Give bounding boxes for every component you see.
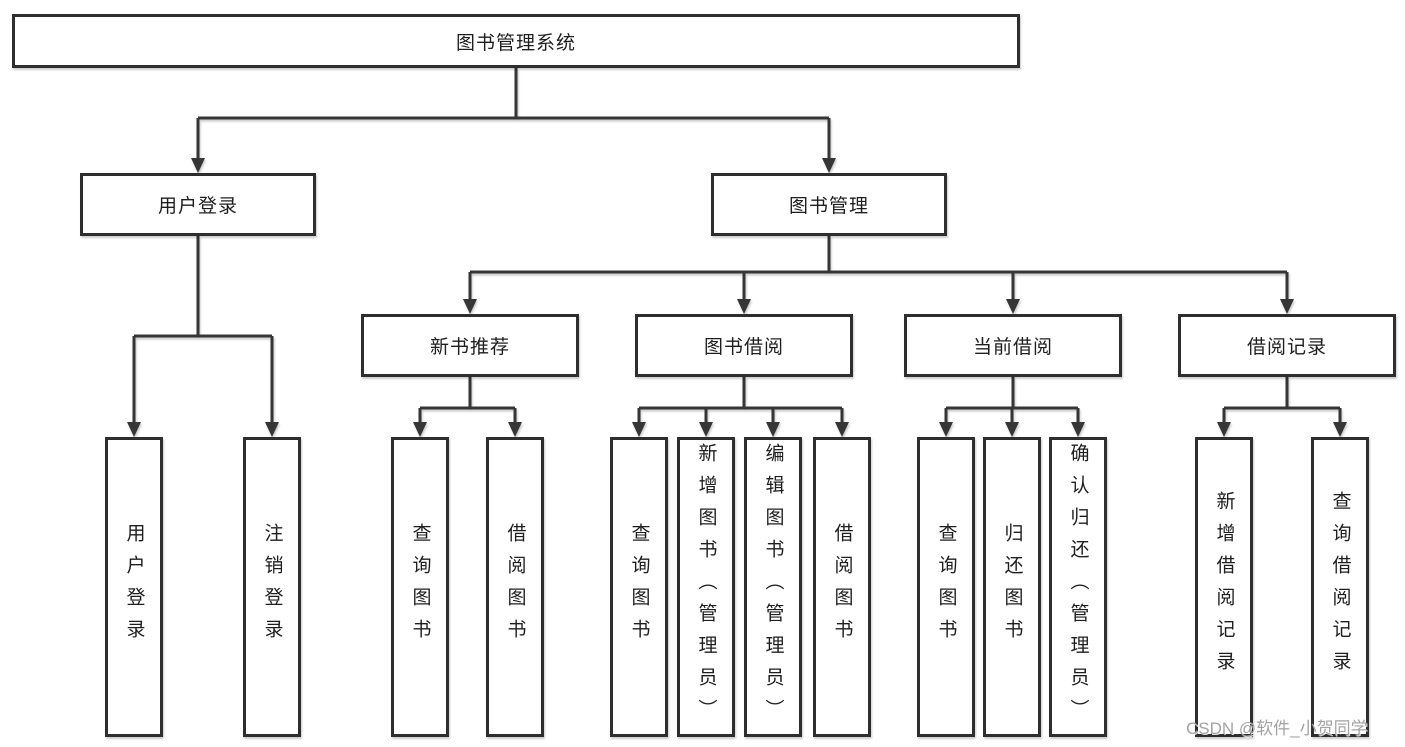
leaf-label: 归还图书 <box>1001 523 1023 651</box>
node-root-library-system: 图书管理系统 <box>12 14 1020 68</box>
leaf-query-books-current: 查询图书 <box>917 437 975 737</box>
leaf-query-books-recommend: 查询图书 <box>391 437 449 737</box>
leaf-label: 查询借阅记录 <box>1329 491 1351 683</box>
node-label: 新书推荐 <box>429 337 510 358</box>
node-user-login: 用户登录 <box>80 173 316 236</box>
node-new-book-recommend: 新书推荐 <box>361 314 579 377</box>
node-label: 当前借阅 <box>972 337 1053 358</box>
leaf-label: 注销登录 <box>261 523 283 651</box>
leaf-add-borrow-record: 新增借阅记录 <box>1195 437 1253 737</box>
leaf-add-book-admin: 新增图书（管理员） <box>677 437 735 737</box>
leaf-label: 查询图书 <box>628 523 650 651</box>
leaf-label: 新增借阅记录 <box>1213 491 1235 683</box>
leaf-edit-book-admin: 编辑图书（管理员） <box>744 437 802 737</box>
leaf-borrow-books-recommend: 借阅图书 <box>486 437 544 737</box>
leaf-confirm-return-admin: 确认归还（管理员） <box>1049 437 1107 737</box>
leaf-logout: 注销登录 <box>243 437 301 737</box>
node-label: 借阅记录 <box>1246 337 1327 358</box>
leaf-label: 用户登录 <box>123 523 145 651</box>
node-label: 图书借阅 <box>703 337 784 358</box>
node-label: 图书管理 <box>788 196 869 217</box>
leaf-label: 查询图书 <box>409 523 431 651</box>
node-book-management: 图书管理 <box>711 173 947 236</box>
leaf-query-borrow-record: 查询借阅记录 <box>1311 437 1369 737</box>
leaf-label: 新增图书（管理员） <box>695 443 717 731</box>
csdn-watermark: CSDN @软件_小贺同学 <box>1186 719 1368 738</box>
leaf-query-books-borrow: 查询图书 <box>610 437 668 737</box>
arrowheads <box>127 158 1347 437</box>
node-label: 图书管理系统 <box>455 32 576 54</box>
leaf-label: 编辑图书（管理员） <box>762 443 784 731</box>
node-book-borrow: 图书借阅 <box>635 314 853 377</box>
leaf-label: 借阅图书 <box>504 523 526 651</box>
leaf-label: 借阅图书 <box>831 523 853 651</box>
leaf-borrow-books: 借阅图书 <box>813 437 871 737</box>
leaf-label: 确认归还（管理员） <box>1067 443 1089 731</box>
leaf-return-book: 归还图书 <box>983 437 1041 737</box>
leaf-label: 查询图书 <box>935 523 957 651</box>
node-current-borrow: 当前借阅 <box>904 314 1122 377</box>
leaf-user-login: 用户登录 <box>105 437 163 737</box>
node-label: 用户登录 <box>157 196 238 217</box>
node-borrow-records: 借阅记录 <box>1178 314 1396 377</box>
